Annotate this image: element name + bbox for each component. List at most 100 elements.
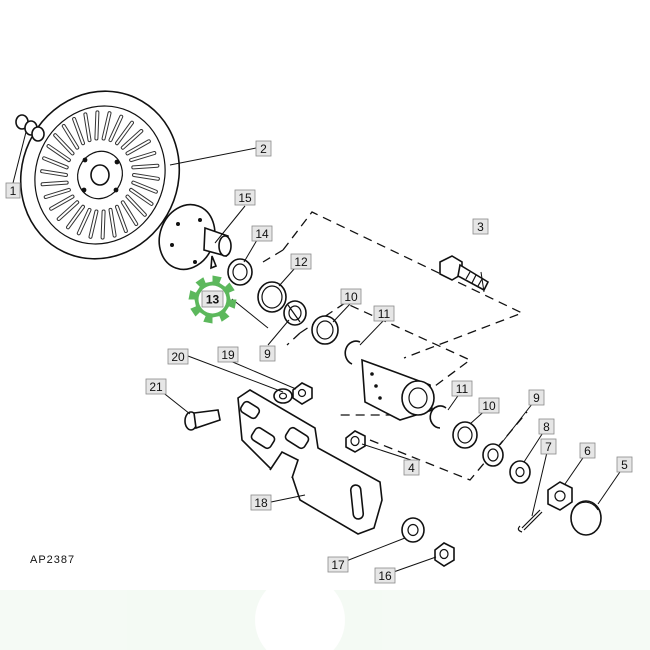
callout-11-lower-label: 11 (456, 382, 469, 396)
disc-notch-inner (126, 140, 150, 155)
callout-4-label: 4 (408, 461, 415, 475)
callout-9-lower[interactable]: 9 (528, 389, 545, 406)
disc-notch-inner (50, 195, 74, 210)
bearing-cup-lower (452, 421, 478, 449)
disc-notch-inner (130, 152, 156, 162)
disc-notch-inner (116, 121, 133, 145)
cotter-pin (517, 509, 543, 533)
castle-nut (547, 481, 573, 511)
carriage-bolt (439, 255, 490, 292)
callout-11-lower[interactable]: 11 (451, 380, 473, 397)
callout-16-label: 16 (378, 569, 392, 583)
snap-ring-lower (429, 405, 447, 429)
disc-notch-inner (109, 115, 123, 142)
mounting-bolt (184, 409, 221, 431)
callout-8[interactable]: 8 (538, 418, 555, 435)
callout-20[interactable]: 20 (167, 348, 189, 365)
callout-10-upper[interactable]: 10 (340, 288, 362, 305)
callout-9-lower-label: 9 (533, 391, 540, 405)
callout-19-label: 19 (221, 348, 235, 362)
disc-notch-inner (130, 188, 153, 205)
watermark-band (0, 575, 650, 650)
lower-nut (434, 542, 455, 567)
callout-11-upper-label: 11 (378, 307, 391, 321)
disc-notch-inner (73, 118, 84, 145)
bearing-housing (361, 358, 435, 421)
mounting-bracket (237, 389, 383, 535)
bearing-cup-outer (257, 281, 287, 313)
callout-7[interactable]: 7 (540, 438, 557, 455)
callout-1[interactable]: 1 (5, 182, 21, 199)
callout-18-label: 18 (254, 496, 268, 510)
dust-cap (570, 500, 602, 536)
disc-notch-inner (41, 170, 67, 176)
bearing-cone-upper (283, 300, 307, 326)
callout-20-label: 20 (171, 350, 185, 364)
disc-bolts (15, 114, 45, 142)
disc-notch-inner (41, 181, 68, 186)
disc-notch-inner (95, 111, 99, 140)
callout-10-lower-label: 10 (482, 399, 496, 413)
callout-6-label: 6 (584, 444, 591, 458)
callout-5[interactable]: 5 (616, 456, 633, 473)
callout-12[interactable]: 12 (290, 253, 312, 270)
callout-14[interactable]: 14 (251, 225, 273, 242)
callout-3[interactable]: 3 (472, 218, 489, 235)
disc-notch-inner (67, 205, 84, 229)
callout-17-label: 17 (331, 558, 345, 572)
callout-21-label: 21 (149, 380, 163, 394)
callout-11-upper[interactable]: 11 (373, 305, 395, 322)
callout-10-lower[interactable]: 10 (478, 397, 500, 414)
callout-19[interactable]: 19 (217, 346, 239, 363)
drawing-code: AP2387 (30, 554, 75, 566)
disc-notch-inner (54, 134, 74, 155)
bearing-cup-upper (311, 315, 339, 345)
callout-13-label: 13 (206, 293, 220, 307)
callout-2[interactable]: 2 (255, 140, 272, 157)
washer (509, 460, 531, 484)
callout-15-label: 15 (238, 191, 252, 205)
spacer (401, 517, 425, 543)
disc-notch-inner (102, 112, 111, 140)
callout-9-upper[interactable]: 9 (259, 345, 276, 362)
callout-12-label: 12 (294, 255, 308, 269)
disc-notch-inner (132, 181, 157, 193)
callout-13-highlighted[interactable]: 13 (201, 290, 224, 308)
callout-10-upper-label: 10 (344, 290, 358, 304)
callout-6[interactable]: 6 (579, 442, 596, 459)
callout-16[interactable]: 16 (374, 567, 396, 584)
disc-notch-inner (89, 210, 98, 238)
nut (345, 430, 366, 453)
bearing-cone-lower (482, 443, 504, 467)
callout-8-label: 8 (543, 420, 550, 434)
disc-notch-inner (84, 113, 91, 142)
disc-notch-inner (77, 208, 91, 235)
disc-notch-inner (116, 205, 127, 232)
callout-17[interactable]: 17 (327, 556, 349, 573)
snap-ring-upper (344, 340, 361, 365)
disc-notch-inner (47, 145, 70, 162)
callout-1-label: 1 (10, 184, 17, 198)
disc-notch-inner (62, 125, 79, 149)
disc-notch-inner (132, 164, 159, 169)
hex-nut (292, 382, 313, 405)
callout-labels: 1 2 3 4 5 6 7 8 (5, 140, 633, 584)
disc-blade (19, 90, 181, 260)
disc-notch-inner (44, 188, 70, 198)
callout-18[interactable]: 18 (250, 494, 272, 511)
callout-3-label: 3 (477, 220, 484, 234)
disc-notch-inner (126, 195, 146, 216)
disc-notch-inner (109, 208, 116, 237)
seal (227, 258, 253, 286)
callout-5-label: 5 (621, 458, 628, 472)
disc-notch-inner (133, 174, 159, 180)
callout-14-label: 14 (255, 227, 269, 241)
lock-washer (273, 388, 293, 404)
disc-notch-inner (57, 201, 79, 220)
callout-4[interactable]: 4 (403, 459, 420, 476)
callout-21[interactable]: 21 (145, 378, 167, 395)
callout-15[interactable]: 15 (234, 189, 256, 206)
disc-notch-inner (121, 130, 143, 149)
disc-notch-inner (121, 201, 138, 225)
